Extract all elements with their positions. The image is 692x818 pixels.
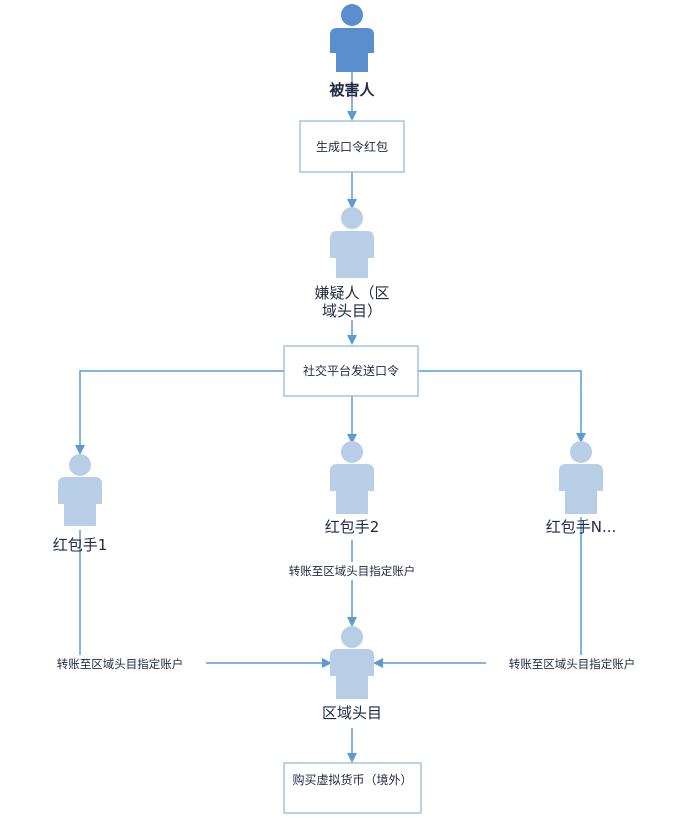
victim-person-icon [330, 4, 374, 72]
leader-label: 区域头目 [322, 704, 382, 722]
suspect-label: 嫌疑人（区域头目） [314, 284, 390, 320]
receiver2-label: 红包手2 [325, 518, 380, 536]
right-transfer-label: 转账至区域头目指定账户 [509, 657, 636, 671]
generate-box [299, 120, 405, 173]
receiver1-label: 红包手1 [53, 536, 108, 554]
middle-transfer-label: 转账至区域头目指定账户 [289, 564, 416, 578]
receiver2-person-icon [330, 441, 374, 514]
leader-person-icon [330, 626, 374, 699]
generate-box-label: 生成口令红包 [316, 139, 388, 154]
social-box [283, 345, 419, 397]
edge-receiver1-to-leader [79, 530, 332, 668]
social-box-label: 社交平台发送口令 [303, 363, 399, 378]
left-transfer-label: 转账至区域头目指定账户 [57, 657, 184, 671]
edge-receiverN-to-leader [373, 517, 582, 668]
edge-social-to-receiver1 [75, 370, 284, 455]
edge-social-to-receiverN [418, 370, 586, 443]
middle-transfer-label-bg [266, 562, 438, 580]
left-transfer-label-bg [34, 655, 206, 673]
receiverN-person-icon [559, 441, 603, 514]
victim-label: 被害人 [329, 81, 375, 99]
receiver1-person-icon [58, 454, 102, 526]
buy-box [283, 762, 422, 814]
receiverN-label: 红包手N... [546, 518, 617, 536]
right-transfer-label-bg [486, 655, 658, 673]
buy-box-label: 购买虚拟货币（境外） [292, 773, 413, 787]
suspect-person-icon [330, 207, 374, 278]
